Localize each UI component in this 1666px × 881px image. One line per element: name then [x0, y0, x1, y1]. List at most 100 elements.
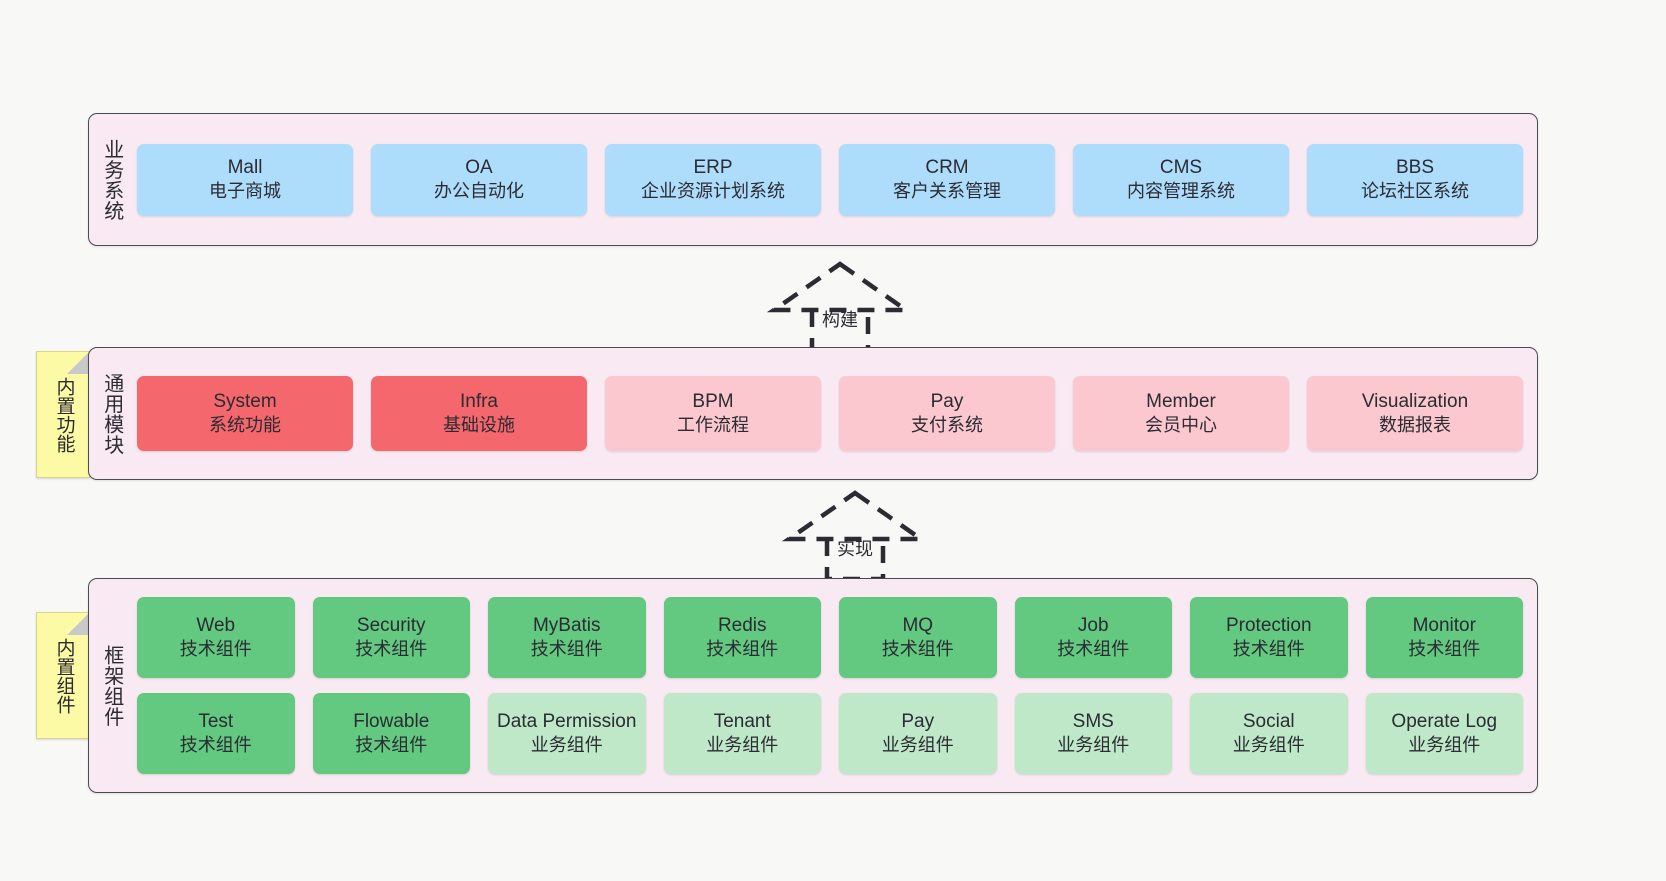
- node-subtitle: 电子商城: [209, 181, 281, 202]
- layer-business-system: 业务系统 Mall 电子商城 OA 办公自动化 ERP 企业资源计划系统 CRM…: [88, 113, 1538, 246]
- note-label: 内置组件: [53, 637, 75, 714]
- node-title: Infra: [459, 391, 499, 413]
- node-subtitle: 会员中心: [1145, 415, 1217, 436]
- node-subtitle: 技术组件: [706, 639, 779, 660]
- node-subtitle: 业务组件: [706, 735, 779, 756]
- node-title: Mall: [227, 157, 263, 179]
- node-title: BPM: [692, 391, 734, 413]
- node-subtitle: 基础设施: [443, 415, 515, 436]
- node-subtitle: 系统功能: [209, 415, 281, 436]
- note-builtin-component: 内置组件: [36, 612, 90, 739]
- node-flowable[interactable]: Flowable 技术组件: [312, 693, 470, 774]
- node-subtitle: 技术组件: [355, 735, 428, 756]
- layer-row: System 系统功能 Infra 基础设施 BPM 工作流程 Pay 支付系统…: [137, 376, 1523, 451]
- layer-body-framework: Web 技术组件 Security 技术组件 MyBatis 技术组件 Redi…: [133, 579, 1537, 792]
- node-subtitle: 技术组件: [881, 639, 954, 660]
- node-mq[interactable]: MQ 技术组件: [839, 597, 997, 678]
- node-subtitle: 内容管理系统: [1127, 181, 1235, 202]
- node-title: MQ: [902, 615, 934, 637]
- connector-implement: 实现: [775, 487, 935, 583]
- node-title: Pay: [930, 391, 964, 413]
- node-system[interactable]: System 系统功能: [137, 376, 353, 451]
- node-tenant[interactable]: Tenant 业务组件: [663, 693, 821, 774]
- node-title: Tenant: [713, 711, 771, 733]
- node-title: Visualization: [1361, 391, 1469, 413]
- layer-row: Web 技术组件 Security 技术组件 MyBatis 技术组件 Redi…: [137, 597, 1523, 678]
- node-subtitle: 业务组件: [1232, 735, 1305, 756]
- node-security[interactable]: Security 技术组件: [312, 597, 470, 678]
- node-subtitle: 技术组件: [1232, 639, 1305, 660]
- node-title: CRM: [925, 157, 969, 179]
- node-title: Operate Log: [1391, 711, 1498, 733]
- node-subtitle: 技术组件: [1408, 639, 1481, 660]
- node-title: BBS: [1395, 157, 1435, 179]
- node-title: SMS: [1072, 711, 1114, 733]
- node-title: Redis: [717, 615, 767, 637]
- node-operate-log[interactable]: Operate Log 业务组件: [1365, 693, 1523, 774]
- node-title: Protection: [1225, 615, 1312, 637]
- node-mall[interactable]: Mall 电子商城: [137, 143, 353, 216]
- node-infra[interactable]: Infra 基础设施: [371, 376, 587, 451]
- node-title: ERP: [693, 157, 733, 179]
- node-subtitle: 办公自动化: [434, 181, 524, 202]
- node-sms[interactable]: SMS 业务组件: [1014, 693, 1172, 774]
- layer-row: Mall 电子商城 OA 办公自动化 ERP 企业资源计划系统 CRM 客户关系…: [137, 143, 1523, 216]
- node-subtitle: 技术组件: [355, 639, 428, 660]
- node-subtitle: 支付系统: [911, 415, 983, 436]
- node-title: Monitor: [1412, 615, 1476, 637]
- layer-common-module: 通用模块 System 系统功能 Infra 基础设施 BPM 工作流程 Pay…: [88, 347, 1538, 480]
- node-member[interactable]: Member 会员中心: [1073, 376, 1289, 451]
- node-title: Data Permission: [497, 711, 637, 733]
- node-title: Job: [1077, 615, 1109, 637]
- node-subtitle: 技术组件: [530, 639, 603, 660]
- node-subtitle: 论坛社区系统: [1361, 181, 1469, 202]
- note-builtin-function: 内置功能: [36, 351, 90, 478]
- node-title: Security: [356, 615, 426, 637]
- node-title: OA: [465, 157, 493, 179]
- node-mybatis[interactable]: MyBatis 技术组件: [488, 597, 646, 678]
- node-crm[interactable]: CRM 客户关系管理: [839, 143, 1055, 216]
- node-subtitle: 业务组件: [530, 735, 603, 756]
- connector-label: 实现: [837, 539, 873, 559]
- node-title: Member: [1146, 391, 1216, 413]
- node-subtitle: 技术组件: [179, 735, 252, 756]
- node-visualization[interactable]: Visualization 数据报表: [1307, 376, 1523, 451]
- node-protection[interactable]: Protection 技术组件: [1190, 597, 1348, 678]
- node-subtitle: 业务组件: [1408, 735, 1481, 756]
- node-title: MyBatis: [532, 615, 601, 637]
- layer-row: Test 技术组件 Flowable 技术组件 Data Permission …: [137, 693, 1523, 774]
- node-oa[interactable]: OA 办公自动化: [371, 143, 587, 216]
- note-label: 内置功能: [53, 376, 75, 453]
- node-subtitle: 业务组件: [881, 735, 954, 756]
- node-bbs[interactable]: BBS 论坛社区系统: [1307, 143, 1523, 216]
- node-subtitle: 企业资源计划系统: [641, 181, 785, 202]
- node-title: System: [213, 391, 277, 413]
- node-monitor[interactable]: Monitor 技术组件: [1365, 597, 1523, 678]
- node-title: Social: [1242, 711, 1295, 733]
- node-data-permission[interactable]: Data Permission 业务组件: [488, 693, 646, 774]
- node-title: Pay: [901, 711, 935, 733]
- node-cms[interactable]: CMS 内容管理系统: [1073, 143, 1289, 216]
- node-subtitle: 工作流程: [677, 415, 749, 436]
- connector-build: 构建: [760, 258, 920, 354]
- node-subtitle: 技术组件: [179, 639, 252, 660]
- node-bpm[interactable]: BPM 工作流程: [605, 376, 821, 451]
- node-title: CMS: [1159, 157, 1203, 179]
- layer-framework-component: 框架组件 Web 技术组件 Security 技术组件 MyBatis 技术组件…: [88, 578, 1538, 793]
- node-social[interactable]: Social 业务组件: [1190, 693, 1348, 774]
- node-subtitle: 数据报表: [1379, 415, 1451, 436]
- node-pay-module[interactable]: Pay 支付系统: [839, 376, 1055, 451]
- node-title: Test: [198, 711, 234, 733]
- layer-title-common: 通用模块: [100, 372, 123, 455]
- layer-title-business: 业务系统: [100, 138, 123, 221]
- connector-label: 构建: [822, 310, 858, 330]
- node-erp[interactable]: ERP 企业资源计划系统: [605, 143, 821, 216]
- node-redis[interactable]: Redis 技术组件: [663, 597, 821, 678]
- layer-title-framework: 框架组件: [100, 644, 123, 727]
- node-title: Web: [196, 615, 236, 637]
- node-job[interactable]: Job 技术组件: [1014, 597, 1172, 678]
- node-pay-component[interactable]: Pay 业务组件: [839, 693, 997, 774]
- node-web[interactable]: Web 技术组件: [137, 597, 295, 678]
- node-test[interactable]: Test 技术组件: [137, 693, 295, 774]
